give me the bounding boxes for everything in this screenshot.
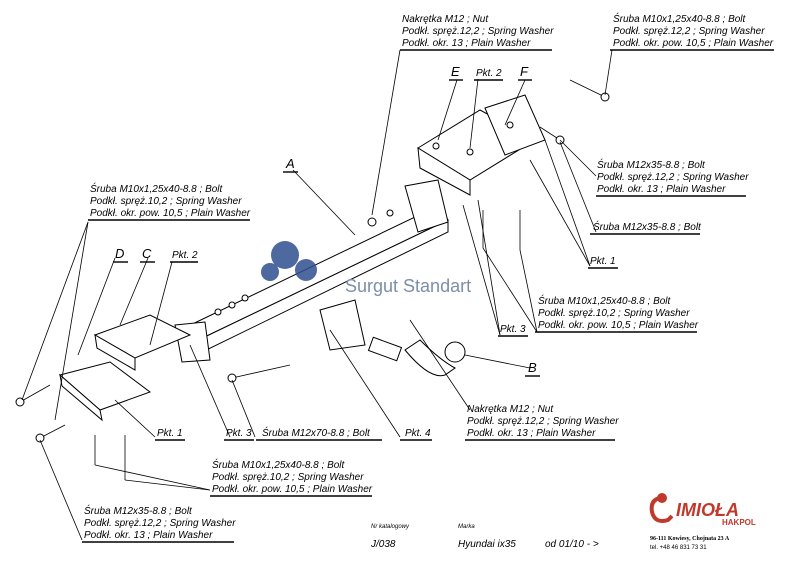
brand-value: Hyundai ix35	[458, 539, 516, 550]
callout-bolt-top-right: Śruba M10x1,25x40-8.8 ; Bolt Podkł. sprę…	[610, 12, 774, 51]
callout-nut-bottom: Nakrętka M12 ; Nut Podkł. spręż.12,2 ; S…	[465, 404, 619, 441]
callout-bolt-top-left: Śruba M10x1,25x40-8.8 ; Bolt Podkł. sprę…	[88, 182, 251, 221]
callout-line: Nakrętka M12 ; Nut	[467, 404, 554, 415]
logo-address: 96-111 Kowiesy, Chojnata 23 A	[650, 536, 730, 542]
callout-line: Podkł. okr. pow. 10,5 ; Plain Washer	[212, 484, 373, 495]
part-letter-a: A	[285, 156, 295, 171]
callout-line: Podkł. spręż.10,2 ; Spring Washer	[538, 308, 690, 319]
bracket-part-d	[58, 361, 152, 422]
manufacturer-logo: IMIOŁA HAKPOL 96-111 Kowiesy, Chojnata 2…	[649, 493, 756, 551]
callout-line: Podkł. okr. pow. 10,5 ; Plain Washer	[538, 320, 699, 331]
callout-pkt2-top: Pkt. 2	[474, 68, 503, 81]
callout-line: Podkł. spręż.12,2 ; Spring Washer	[597, 172, 749, 183]
callout-line: Podkł. spręż.10,2 ; Spring Washer	[212, 472, 364, 483]
catalog-label: Nr katalogowy	[371, 524, 410, 530]
callout-nut-top: Nakrętka M12 ; Nut Podkł. spręż.12,2 ; S…	[400, 14, 554, 51]
date-value: od 01/10 - >	[545, 539, 599, 550]
watermark: Surgut Standart	[261, 241, 471, 296]
callout-line: Podkł. spręż.12,2 ; Spring Washer	[84, 518, 236, 529]
gear-icon	[271, 241, 299, 269]
part-letter-b: B	[528, 360, 537, 375]
callout-bolt-bottom-mid: Śruba M10x1,25x40-8.8 ; Bolt Podkł. sprę…	[210, 458, 373, 497]
callout-pkt2-left: Pkt. 2	[170, 250, 198, 263]
callout-line: Podkł. spręż.10,2 ; Spring Washer	[90, 196, 242, 207]
point-label: Pkt. 3	[500, 324, 526, 335]
callout-line: Podkł. spręż.12,2 ; Spring Washer	[402, 26, 554, 37]
towball-part-b	[319, 299, 466, 377]
callout-line: Podkł. okr. 13 ; Plain Washer	[467, 428, 596, 439]
title-block: Nr katalogowy J/038 Marka Hyundai ix35 o…	[370, 524, 599, 550]
callout-line: Podkł. okr. 13 ; Plain Washer	[597, 184, 726, 195]
point-label: Pkt. 4	[405, 428, 431, 439]
point-label: Pkt. 3	[226, 428, 252, 439]
part-letters: A B C D E F	[113, 64, 540, 377]
callout-line: Śruba M10x1,25x40-8.8 ; Bolt	[613, 12, 747, 25]
bracket-part-c	[93, 314, 192, 371]
logo-name: IMIOŁA	[676, 500, 739, 520]
callout-line: Podkł. spręż.12,2 ; Spring Washer	[467, 416, 619, 427]
callout-bolt-mid-right: Śruba M10x1,25x40-8.8 ; Bolt Podkł. sprę…	[535, 294, 699, 333]
callout-line: Podkł. okr. 13 ; Plain Washer	[84, 530, 213, 541]
callout-line: Podkł. spręż.12,2 ; Spring Washer	[613, 26, 765, 37]
callout-bolt-bottom-left: Śruba M12x35-8.8 ; Bolt Podkł. spręż.12,…	[82, 504, 236, 543]
point-label: Pkt. 2	[172, 250, 198, 261]
callout-pkt3-right: Pkt. 3	[498, 324, 528, 337]
gear-icon	[295, 259, 317, 281]
part-letter-d: D	[115, 246, 124, 261]
callout-pkt1-right: Pkt. 1	[588, 256, 618, 269]
callout-pkt4: Pkt. 4	[400, 428, 432, 441]
gear-icon	[261, 263, 279, 281]
callout-line: Nakrętka M12 ; Nut	[402, 14, 489, 25]
logo-sub: HAKPOL	[722, 518, 756, 527]
callout-line: Śruba M12x70-8.8 ; Bolt	[262, 426, 371, 439]
callout-line: Śruba M10x1,25x40-8.8 ; Bolt	[538, 294, 672, 307]
logo-phone: tel. +48 46 831 73 31	[650, 545, 707, 551]
callout-line: Podkł. okr. pow. 10,5 ; Plain Washer	[90, 208, 251, 219]
callout-bolt-m12x70: Śruba M12x70-8.8 ; Bolt	[256, 426, 382, 441]
point-label: Pkt. 1	[157, 428, 183, 439]
callout-line: Podkł. okr. pow. 10,5 ; Plain Washer	[613, 38, 774, 49]
point-label: Pkt. 1	[590, 256, 616, 267]
leader-lines	[21, 49, 613, 541]
hook-icon	[649, 496, 674, 523]
callout-line: Podkł. okr. 13 ; Plain Washer	[402, 38, 531, 49]
part-letter-c: C	[142, 246, 152, 261]
brand-label: Marka	[458, 524, 475, 530]
callout-line: Śruba M12x35-8.8 ; Bolt	[84, 504, 193, 517]
callout-line: Śruba M10x1,25x40-8.8 ; Bolt	[212, 458, 346, 471]
callout-pkt3-left: Pkt. 3	[224, 428, 254, 441]
callout-bolt-m12-right: Śruba M12x35-8.8 ; Bolt Podkł. spręż.12,…	[596, 158, 749, 197]
callout-bolt-m12-right-single: Śruba M12x35-8.8 ; Bolt	[590, 220, 702, 235]
callout-line: Śruba M12x35-8.8 ; Bolt	[597, 158, 706, 171]
watermark-text: Surgut Standart	[345, 276, 471, 296]
point-label: Pkt. 2	[476, 68, 502, 79]
catalog-value: J/038	[370, 539, 396, 550]
part-letter-e: E	[451, 64, 460, 79]
ball-icon	[657, 493, 667, 503]
callout-line: Śruba M12x35-8.8 ; Bolt	[593, 220, 702, 233]
callout-line: Śruba M10x1,25x40-8.8 ; Bolt	[90, 182, 224, 195]
part-letter-f: F	[520, 64, 529, 79]
callout-pkt1-left: Pkt. 1	[155, 428, 185, 441]
